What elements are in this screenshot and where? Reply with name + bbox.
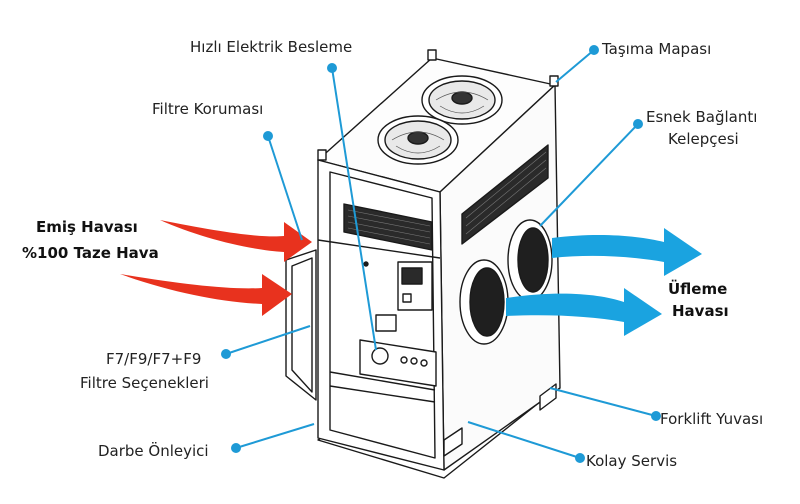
label-filtre-korumasi: Filtre Koruması xyxy=(152,100,264,118)
front-grill xyxy=(343,203,433,251)
label-darbe: Darbe Önleyici xyxy=(98,442,209,460)
inlet-arrow-1 xyxy=(160,220,312,262)
leader-darbe xyxy=(235,423,315,449)
label-ufleme-1: Üfleme xyxy=(668,280,728,298)
label-ufleme-2: Havası xyxy=(672,302,729,320)
leader-esnek xyxy=(539,123,639,227)
label-filtre-secenek-1: F7/F9/F7+F9 xyxy=(106,350,202,368)
outlet-arrow-1 xyxy=(552,228,702,276)
label-filtre-secenek-2: Filtre Seçenekleri xyxy=(80,374,209,392)
label-esnek-baglanti-2: Kelepçesi xyxy=(668,130,739,148)
label-hizli-elektrik: Hızlı Elektrik Besleme xyxy=(190,38,353,56)
label-esnek-baglanti-1: Esnek Bağlantı xyxy=(646,108,758,126)
outlet-arrow-2 xyxy=(506,288,662,336)
leader-filtre-koruma xyxy=(267,135,303,241)
label-emis-1: Emiş Havası xyxy=(36,218,138,236)
label-forklift: Forklift Yuvası xyxy=(660,410,764,428)
leader-kolay xyxy=(467,421,581,459)
inlet-flange xyxy=(285,249,317,401)
inlet-arrow-2 xyxy=(120,274,292,316)
leader-filtre-secenek xyxy=(225,325,311,355)
leader-forklift xyxy=(549,387,657,417)
leader-tasima xyxy=(555,49,595,83)
label-kolay-servis: Kolay Servis xyxy=(586,452,678,470)
label-tasima-mapasi: Taşıma Mapası xyxy=(602,40,712,58)
label-emis-2: %100 Taze Hava xyxy=(22,244,159,262)
leader-hizli xyxy=(331,67,377,351)
